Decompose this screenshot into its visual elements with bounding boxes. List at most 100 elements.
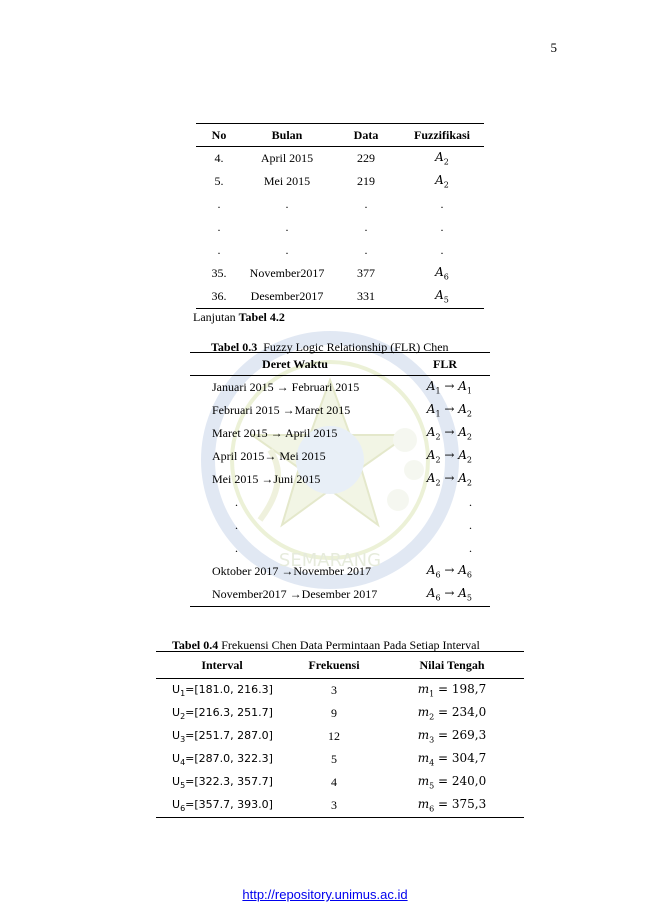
header-data: Data: [332, 123, 400, 147]
cell-no: 36.: [211, 289, 227, 303]
footer: http://repository.unimus.ac.id: [0, 887, 650, 902]
continuation-note: Lanjutan Tabel 4.2: [193, 310, 285, 324]
cell-bulan: April 2015: [260, 151, 314, 165]
cell-nilai-tengah: m5 = 240,0: [417, 774, 487, 791]
table-row: April 2015→ Mei 2015 A2 → A2: [190, 445, 490, 468]
table-caption-flr: Tabel 0.3 Fuzzy Logic Relationship (FLR)…: [211, 340, 449, 354]
cell-flr: A1 → A2: [426, 402, 472, 419]
cell-fuzzifikasi: A6: [435, 265, 449, 282]
cell-flr: .: [469, 541, 472, 555]
table-row: . . . .: [196, 239, 484, 262]
table-header-row: No Bulan Data Fuzzifikasi: [196, 123, 484, 147]
cell-deret-waktu: Mei 2015 →Juni 2015: [212, 472, 321, 486]
cell-bulan: .: [285, 220, 289, 234]
table-row: Februari 2015 →Maret 2015 A1 → A2: [190, 399, 490, 422]
table-row: Oktober 2017 →November 2017 A6 → A6: [190, 560, 490, 583]
cell-fuzzifikasi: .: [440, 243, 444, 257]
repository-link[interactable]: http://repository.unimus.ac.id: [242, 887, 408, 902]
cell-flr: A2 → A2: [426, 448, 472, 465]
header-flr: FLR: [400, 352, 490, 376]
cell-deret-waktu: .: [235, 541, 238, 555]
cell-fuzzifikasi: A2: [435, 173, 449, 190]
header-nilai-tengah: Nilai Tengah: [380, 651, 524, 679]
table-row: U3=[251.7, 287.0] 12 m3 = 269,3: [156, 725, 524, 748]
cell-flr: A2 → A2: [426, 471, 472, 488]
cell-nilai-tengah: m2 = 234,0: [417, 705, 487, 722]
table-row: November2017 →Desember 2017 A6 → A5: [190, 583, 490, 607]
table-flr: Deret Waktu FLR Januari 2015 → Februari …: [190, 352, 490, 607]
table-frekuensi: Interval Frekuensi Nilai Tengah U1=[181.…: [156, 651, 524, 818]
table-row: Januari 2015 → Februari 2015 A1 → A1: [190, 376, 490, 400]
cell-no: .: [217, 220, 221, 234]
cell-interval: U6=[357.7, 393.0]: [172, 797, 273, 814]
page-number: 5: [550, 40, 558, 55]
cell-data: 219: [357, 174, 375, 188]
cell-deret-waktu: Maret 2015 → April 2015: [212, 426, 338, 440]
cell-deret-waktu: .: [235, 518, 238, 532]
cell-no: 5.: [214, 174, 224, 188]
cell-deret-waktu: Februari 2015 →Maret 2015: [212, 403, 351, 417]
cell-data: .: [364, 197, 368, 211]
header-interval: Interval: [156, 651, 288, 679]
cell-interval: U5=[322.3, 357.7]: [172, 774, 273, 791]
table-row: 4. April 2015 229 A2: [196, 147, 484, 171]
cell-nilai-tengah: m1 = 198,7: [417, 682, 487, 699]
cell-interval: U3=[251.7, 287.0]: [172, 728, 273, 745]
table-row: Maret 2015 → April 2015 A2 → A2: [190, 422, 490, 445]
table-row: . .: [190, 514, 490, 537]
header-frekuensi: Frekuensi: [288, 651, 380, 679]
table-row: 36. Desember2017 331 A5: [196, 285, 484, 309]
cell-deret-waktu: April 2015→ Mei 2015: [212, 449, 326, 463]
cell-interval: U1=[181.0, 216.3]: [172, 682, 273, 699]
cell-nilai-tengah: m4 = 304,7: [417, 751, 487, 768]
cell-frekuensi: 3: [331, 798, 337, 812]
table-row: . .: [190, 537, 490, 560]
cell-nilai-tengah: m3 = 269,3: [417, 728, 487, 745]
header-deret-waktu: Deret Waktu: [190, 352, 400, 376]
table-caption-frekuensi: Tabel 0.4 Frekuensi Chen Data Permintaan…: [172, 638, 480, 652]
table-row: . . . .: [196, 216, 484, 239]
cell-data: .: [364, 243, 368, 257]
cell-nilai-tengah: m6 = 375,3: [417, 797, 487, 814]
cell-flr: A1 → A1: [426, 379, 472, 396]
cell-fuzzifikasi: A2: [435, 150, 449, 167]
cell-bulan: Desember2017: [250, 289, 324, 303]
cell-bulan: .: [285, 197, 289, 211]
cell-fuzzifikasi: .: [440, 220, 444, 234]
cell-data: 229: [357, 151, 375, 165]
cell-frekuensi: 4: [331, 775, 337, 789]
table-row: . .: [190, 491, 490, 514]
cell-deret-waktu: November2017 →Desember 2017: [212, 587, 378, 601]
cell-data: .: [364, 220, 368, 234]
table-row: 35. November2017 377 A6: [196, 262, 484, 285]
table-row: 5. Mei 2015 219 A2: [196, 170, 484, 193]
cell-interval: U2=[216.3, 251.7]: [172, 705, 273, 722]
table-row: U5=[322.3, 357.7] 4 m5 = 240,0: [156, 771, 524, 794]
cell-flr: A6 → A5: [426, 586, 472, 603]
cell-no: .: [217, 243, 221, 257]
svg-text:SEMARANG: SEMARANG: [279, 550, 381, 571]
table-row: . . . .: [196, 193, 484, 216]
cell-frekuensi: 3: [331, 683, 337, 697]
cell-bulan: .: [285, 243, 289, 257]
cell-bulan: Mei 2015: [263, 174, 311, 188]
table-header-row: Deret Waktu FLR: [190, 352, 490, 376]
cell-no: .: [217, 197, 221, 211]
table-row: U4=[287.0, 322.3] 5 m4 = 304,7: [156, 748, 524, 771]
cell-frekuensi: 9: [331, 706, 337, 720]
cell-fuzzifikasi: A5: [435, 288, 449, 305]
cell-deret-waktu: Oktober 2017 →November 2017: [212, 564, 371, 578]
cell-flr: .: [469, 495, 472, 509]
cell-frekuensi: 12: [328, 729, 340, 743]
header-bulan: Bulan: [242, 123, 332, 147]
cell-deret-waktu: .: [235, 495, 238, 509]
cell-flr: .: [469, 518, 472, 532]
cell-no: 4.: [214, 151, 224, 165]
table-row: U6=[357.7, 393.0] 3 m6 = 375,3: [156, 794, 524, 818]
cell-flr: A6 → A6: [426, 563, 472, 580]
cell-deret-waktu: Januari 2015 → Februari 2015: [212, 380, 360, 394]
cell-no: 35.: [211, 266, 227, 280]
cell-frekuensi: 5: [331, 752, 337, 766]
cell-flr: A2 → A2: [426, 425, 472, 442]
header-fuzzifikasi: Fuzzifikasi: [400, 123, 484, 147]
